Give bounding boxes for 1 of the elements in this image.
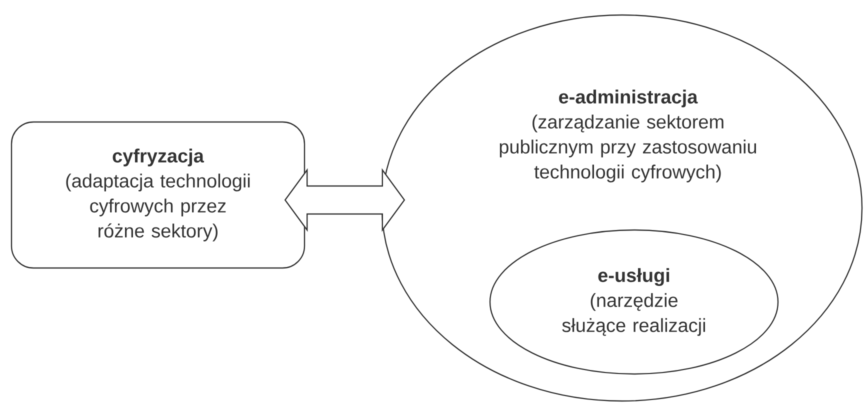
rounded-box: cyfryzacja (adaptacja technologii cyfrowych przez różne sektory) bbox=[10, 121, 306, 269]
